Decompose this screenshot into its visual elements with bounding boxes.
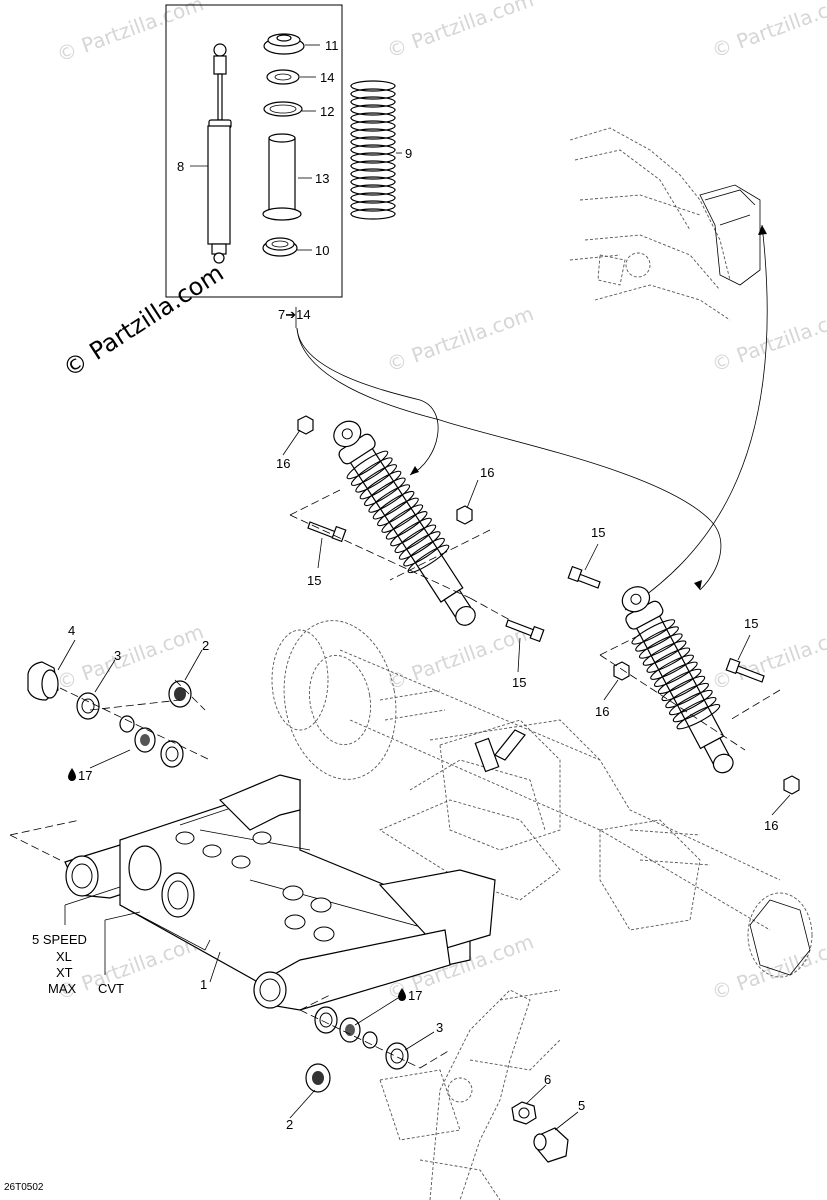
retaining-clip-icon: [266, 69, 300, 85]
variant-xt: XT: [56, 965, 73, 980]
callout-2: 2: [202, 638, 209, 653]
nut-icon: [456, 505, 473, 525]
watermark: © Partzilla.com: [709, 619, 827, 694]
callout-16: 16: [595, 704, 609, 719]
assembly-arrows: [296, 224, 768, 611]
callout-12: 12: [320, 104, 334, 119]
callout-16: 16: [764, 818, 778, 833]
callout-15: 15: [512, 675, 526, 690]
oil-drop-icon: [398, 988, 406, 1001]
callout-8: 8: [177, 159, 184, 174]
variant-xl: XL: [56, 949, 72, 964]
callout-4: 4: [68, 623, 75, 638]
shock-kit-inset: [165, 4, 402, 298]
callout-11: 11: [325, 38, 339, 53]
adjuster-ring-icon: [262, 237, 298, 257]
nut-icon: [297, 415, 314, 435]
watermark: © Partzilla.com: [709, 0, 827, 63]
callout-10: 10: [315, 243, 329, 258]
callout-3: 3: [436, 1020, 443, 1035]
callout-kit-range: 7➔14: [278, 307, 311, 322]
diagram-reference-code: 26T0502: [4, 1182, 44, 1193]
sleeve-icon: [262, 133, 302, 221]
right-bushing-stack: [299, 994, 569, 1163]
nut-icon: [613, 661, 630, 681]
watermark: © Partzilla.com: [384, 301, 537, 376]
variant-cvt: CVT: [98, 981, 124, 996]
spring-cap-icon: [263, 33, 305, 55]
bolt-icon: [567, 565, 601, 589]
bolt-icon: [307, 521, 347, 543]
callout-labels: 11 14 12 9 8 13 10 7➔14 16 16 15 15 15 1…: [32, 38, 778, 1132]
callout-16: 16: [276, 456, 290, 471]
nut-icon: [783, 775, 800, 795]
oil-drop-icon: [68, 768, 76, 781]
nut-icon: [511, 1101, 537, 1125]
swing-arm: [9, 774, 496, 1011]
callout-6: 6: [544, 1072, 551, 1087]
frame-mount-detail: [569, 127, 761, 321]
callout-15: 15: [744, 616, 758, 631]
left-shock-assembly: [289, 415, 545, 643]
shock-absorber-body-icon: [207, 43, 232, 264]
callout-15: 15: [591, 525, 605, 540]
seal-icon: [76, 692, 100, 720]
callout-1: 1: [200, 977, 207, 992]
bumper-icon: [27, 661, 59, 701]
callout-9: 9: [405, 146, 412, 161]
callout-17: 17: [78, 768, 92, 783]
callout-13: 13: [315, 171, 329, 186]
rear-axle-housing: [271, 620, 813, 978]
lube-callout-17: 17: [68, 768, 92, 783]
bolt-icon: [505, 619, 545, 643]
washer-icon: [263, 101, 303, 117]
bumper-icon: [533, 1127, 569, 1163]
left-bushing-stack: [27, 661, 211, 768]
callout-5: 5: [578, 1098, 585, 1113]
right-shock-assembly: [567, 565, 800, 795]
watermark: © Partzilla.com: [54, 0, 207, 67]
watermark: © Partzilla.com: [709, 929, 827, 1004]
callout-leaders: [57, 307, 791, 1131]
lube-callout-17: 17: [398, 988, 422, 1003]
callout-17: 17: [408, 988, 422, 1003]
variant-5-speed: 5 SPEED: [32, 932, 87, 947]
callout-16: 16: [480, 465, 494, 480]
callout-15: 15: [307, 573, 321, 588]
callout-14: 14: [320, 70, 334, 85]
variant-max: MAX: [48, 981, 77, 996]
watermark: © Partzilla.com: [709, 301, 827, 376]
callout-3: 3: [114, 648, 121, 663]
watermark: © Partzilla.com: [384, 0, 537, 63]
partzilla-main-watermark: © Partzilla.com: [58, 259, 229, 383]
bolt-icon: [725, 657, 765, 683]
callout-2: 2: [286, 1117, 293, 1132]
coil-spring-icon: [350, 80, 396, 220]
frame-bracket: [379, 989, 561, 1200]
